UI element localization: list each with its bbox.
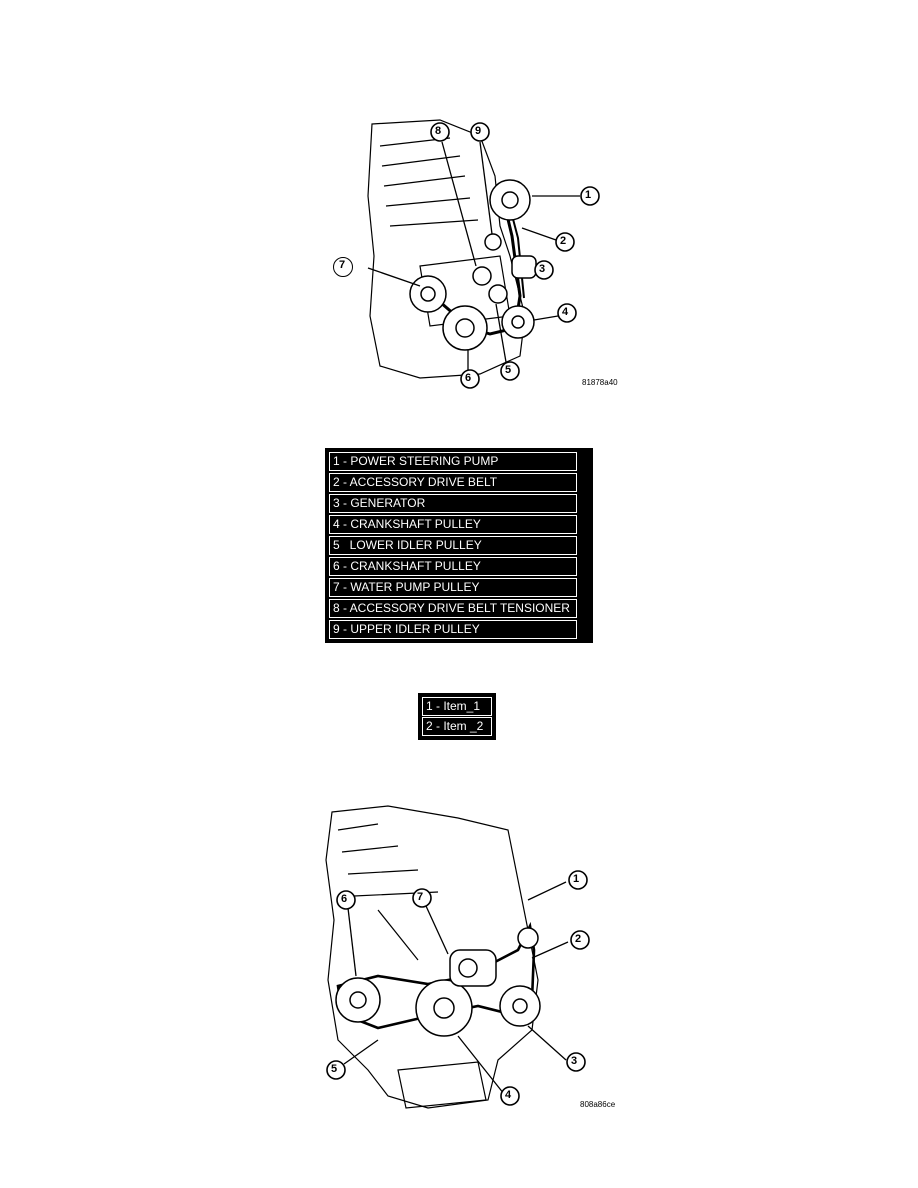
upper-idler-pulley (484, 233, 502, 251)
callout-3: 3 (571, 1055, 578, 1067)
callout-circles-1 (430, 122, 600, 389)
engine-detail-lines (379, 137, 479, 227)
legend-item: 6 - CRANKSHAFT PULLEY (329, 557, 577, 576)
figure-code-1: 81878a40 (582, 378, 618, 387)
legend-item: 7 - WATER PUMP PULLEY (329, 578, 577, 597)
engine-belt-diagram-1: 1 2 3 4 5 6 7 8 9 81878a40 (338, 116, 620, 402)
callout-6: 6 (341, 893, 348, 905)
callout-7-circle (333, 257, 353, 277)
legend-item: 9 - UPPER IDLER PULLEY (329, 620, 577, 639)
callout-7-label: 7 (339, 259, 346, 271)
callout-6: 6 (465, 372, 472, 384)
figure-code-2: 808a86ce (580, 1100, 616, 1109)
parts-legend-1: 1 - POWER STEERING PUMP 2 - ACCESSORY DR… (325, 448, 593, 643)
legend-item: 1 - POWER STEERING PUMP (329, 452, 577, 471)
legend-item: 3 - GENERATOR (329, 494, 577, 513)
lower-idler-pulley (488, 284, 508, 304)
callout-7: 7 (417, 891, 424, 903)
callout-2: 2 (560, 235, 567, 247)
legend-item: 1 - Item_1 (422, 697, 492, 716)
callout-1: 1 (585, 189, 592, 201)
legend-item: 2 - Item _2 (422, 717, 492, 736)
callout-2: 2 (575, 933, 582, 945)
drive-belt (423, 193, 522, 336)
engine-drawing-1 (367, 119, 600, 389)
callout-4: 4 (505, 1089, 512, 1101)
idler-pulley-2 (517, 927, 539, 949)
callout-9: 9 (475, 125, 482, 137)
callout-1: 1 (573, 873, 580, 885)
engine-belt-diagram-2: 1 2 3 4 5 6 7 808a86ce (318, 800, 618, 1120)
legend-item: 5 LOWER IDLER PULLEY (329, 536, 577, 555)
engine-drawing-2 (325, 805, 590, 1109)
tensioner-pulley (472, 266, 492, 286)
callout-5: 5 (331, 1063, 338, 1075)
engine-detail-lines-2 (337, 823, 439, 961)
callout-3: 3 (539, 263, 546, 275)
parts-legend-2: 1 - Item_1 2 - Item _2 (418, 693, 496, 740)
generator-body (511, 255, 537, 279)
oil-pan (397, 1061, 487, 1109)
callout-8: 8 (435, 125, 442, 137)
legend-item: 2 - ACCESSORY DRIVE BELT (329, 473, 577, 492)
callout-circles-2 (326, 870, 590, 1106)
callout-4: 4 (562, 306, 569, 318)
engine-block-outline (367, 119, 526, 379)
callout-5: 5 (505, 364, 512, 376)
legend-item: 8 - ACCESSORY DRIVE BELT TENSIONER (329, 599, 577, 618)
legend-item: 4 - CRANKSHAFT PULLEY (329, 515, 577, 534)
